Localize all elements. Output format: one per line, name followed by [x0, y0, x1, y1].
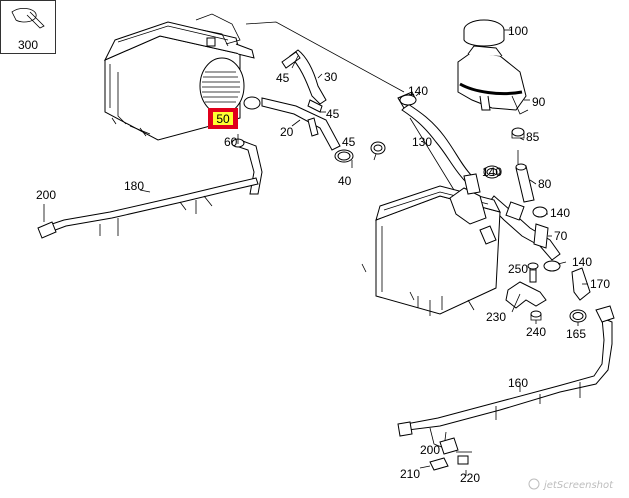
part-label-100: 100: [508, 24, 528, 38]
thumbnail-300[interactable]: 300: [0, 0, 56, 54]
hose-170: [571, 267, 591, 301]
clamp-45-middle: [334, 149, 354, 163]
part-label-200-lower: 200: [420, 443, 440, 457]
tube-160: [397, 305, 615, 449]
clamp-165: [569, 309, 587, 323]
watermark: jetScreenshot: [528, 478, 614, 491]
clamp-140-b: [532, 206, 548, 218]
part-label-80: 80: [538, 177, 552, 191]
part-label-140-b: 140: [550, 206, 570, 220]
clamp-140-a: [483, 165, 501, 179]
part-label-140-upper: 140: [408, 84, 428, 98]
part-label-45-lower: 45: [342, 135, 356, 149]
thumbnail-frame: [0, 0, 56, 54]
hose-70: [487, 195, 561, 261]
part-label-210: 210: [400, 467, 420, 481]
tube-180: [37, 177, 259, 239]
part-label-200-upper: 200: [36, 188, 56, 202]
part-label-230: 230: [486, 310, 506, 324]
part-label-45-upper: 45: [276, 71, 290, 85]
clamp-tab-icon: [26, 11, 45, 29]
part-label-90: 90: [532, 95, 546, 109]
highlight-fill: [213, 112, 233, 125]
hose-130: [397, 91, 473, 183]
part-label-170: 170: [590, 277, 610, 291]
part-label-20: 20: [280, 125, 294, 139]
hose-80: [515, 163, 535, 203]
clamp-140-c: [543, 260, 561, 272]
clamp-45-right: [370, 141, 386, 155]
watermark-text: jetScreenshot: [542, 480, 614, 491]
part-label-40: 40: [338, 174, 352, 188]
thumbnail-label: 300: [18, 38, 38, 52]
part-label-250: 250: [508, 262, 528, 276]
bracket-230: [505, 262, 547, 321]
part-label-140-a: 140: [482, 165, 502, 179]
camera-icon: [528, 478, 540, 490]
fitting-85: [511, 127, 525, 139]
clip-200-lower: [439, 437, 459, 455]
highlight-part-50[interactable]: 50: [208, 108, 238, 129]
part-label-60: 60: [224, 135, 238, 149]
clip-220: [456, 451, 472, 465]
part-label-130: 130: [412, 135, 432, 149]
part-label-45-mid: 45: [326, 107, 340, 121]
clip-210: [429, 457, 449, 471]
part-label-220: 220: [460, 471, 480, 485]
part-label-165: 165: [566, 327, 586, 341]
part-label-85: 85: [526, 130, 540, 144]
part-label-30: 30: [324, 70, 338, 84]
upper-intercooler: [103, 13, 255, 141]
pipe-20: [243, 96, 341, 151]
part-label-240: 240: [526, 325, 546, 339]
hose-30: [281, 49, 327, 113]
leader-lines: [43, 21, 588, 476]
part-label-180: 180: [124, 179, 144, 193]
part-label-70: 70: [554, 229, 568, 243]
part-label-50: 50: [216, 112, 230, 126]
lower-intercooler: [361, 173, 501, 316]
part-label-140-c: 140: [572, 255, 592, 269]
part-label-160: 160: [508, 376, 528, 390]
clamp-icon: [11, 8, 37, 23]
expansion-tank: [457, 19, 529, 115]
